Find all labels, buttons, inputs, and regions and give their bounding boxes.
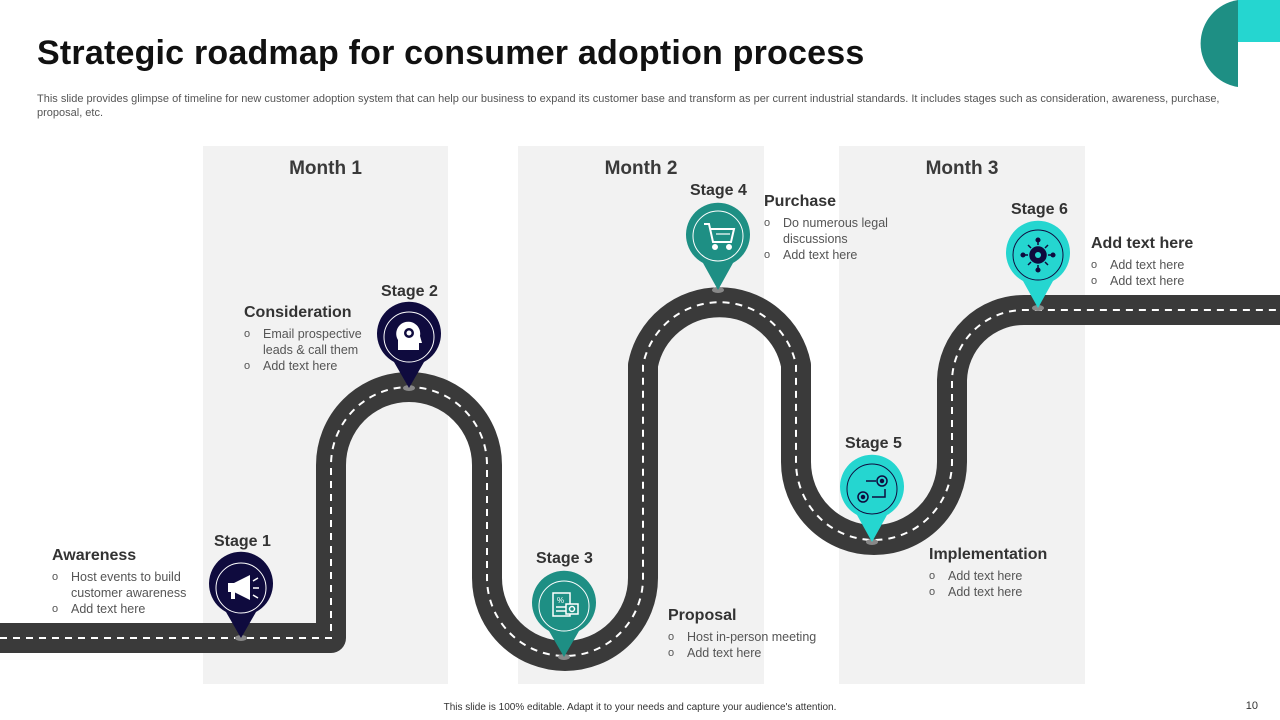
stage-4-heading: Purchase (764, 193, 837, 210)
month-1-label: Month 1 (289, 158, 362, 179)
stage-2-bullet: Add text here (244, 358, 374, 374)
stage-4-bullet: Do numerous legal discussions (764, 215, 894, 247)
stage-3-description: Proposal Host in-person meeting Add text… (668, 607, 838, 661)
stage-1-bullet: Add text here (52, 601, 212, 617)
stage-5-label: Stage 5 (845, 435, 902, 452)
stage-3-label: Stage 3 (536, 550, 593, 567)
page-subtitle: This slide provides glimpse of timeline … (37, 93, 1220, 119)
month-2-label: Month 2 (604, 158, 678, 179)
stage-6-heading: Add text here (1091, 235, 1194, 252)
month-3-label: Month 3 (925, 158, 999, 179)
stage-3-bullet: Host in-person meeting (668, 629, 838, 645)
stage-3-bullet: Add text here (668, 645, 838, 661)
stage-5-bullet: Add text here (929, 584, 1079, 600)
stage-4-description: Purchase Do numerous legal discussions A… (764, 193, 894, 263)
stage-1-description: Awareness Host events to build customer … (52, 547, 212, 617)
stage-6-description: Add text here Add text here Add text her… (1091, 235, 1241, 289)
month-2-column (518, 146, 764, 684)
page-number: 10 (1245, 700, 1258, 712)
stage-6-bullet: Add text here (1091, 273, 1241, 289)
footer-note: This slide is 100% editable. Adapt it to… (443, 702, 837, 713)
stage-3-heading: Proposal (668, 607, 737, 624)
stage-2-label: Stage 2 (381, 283, 438, 300)
stage-5-bullet: Add text here (929, 568, 1079, 584)
stage-1-heading: Awareness (52, 547, 137, 564)
month-1-column (203, 146, 448, 684)
stage-4-label: Stage 4 (690, 182, 747, 199)
stage-6-label: Stage 6 (1011, 201, 1068, 218)
stage-1-bullet: Host events to build customer awareness (52, 569, 212, 601)
stage-2-bullet: Email prospective leads & call them (244, 326, 374, 358)
stage-5-heading: Implementation (929, 546, 1048, 563)
stage-2-description: Consideration Email prospective leads & … (244, 304, 374, 374)
stage-1-label: Stage 1 (214, 533, 271, 550)
stage-4-bullet: Add text here (764, 247, 894, 263)
page-title: Strategic roadmap for consumer adoption … (37, 34, 865, 72)
stage-5-description: Implementation Add text here Add text he… (929, 546, 1079, 600)
stage-6-bullet: Add text here (1091, 257, 1241, 273)
stage-2-heading: Consideration (244, 304, 352, 321)
